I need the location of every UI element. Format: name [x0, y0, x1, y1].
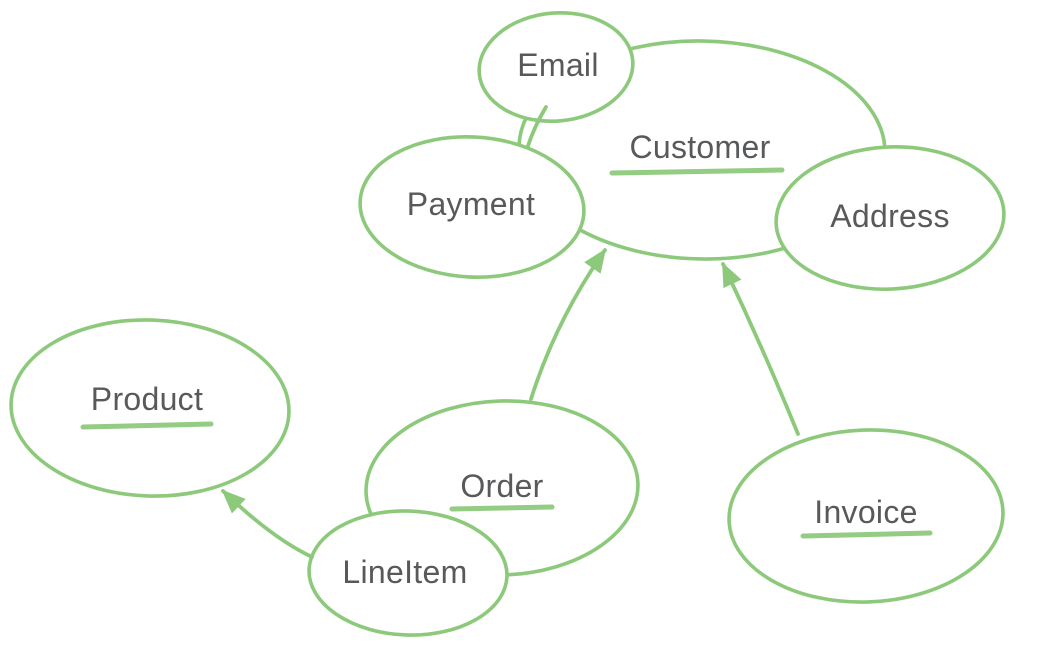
invoice-ellipse: [727, 428, 1005, 604]
arrow-order-to-customer: [529, 248, 607, 401]
product-label: Product: [91, 381, 203, 417]
entity-invoice: [727, 428, 1005, 604]
arrow-invoice-to-customer: [721, 262, 800, 436]
invoice-label: Invoice: [814, 494, 918, 530]
entity-lineitem: [307, 509, 509, 637]
arrow-lineitem-to-product: [221, 489, 314, 559]
entity-email: [477, 10, 635, 124]
address-label: Address: [830, 198, 950, 234]
invoice-underline: [800, 530, 933, 539]
order-underline: [449, 504, 555, 512]
connector-email-payment: [526, 105, 548, 148]
entity-product: [9, 318, 291, 498]
lineitem-ellipse: [307, 509, 509, 637]
email-label: Email: [517, 47, 599, 83]
entity-payment: [358, 135, 586, 279]
lineitem-label: LineItem: [342, 554, 467, 590]
product-ellipse: [9, 318, 291, 498]
product-underline: [80, 421, 214, 430]
email-ellipse: [477, 10, 635, 124]
payment-ellipse: [358, 135, 586, 279]
address-ellipse: [774, 145, 1006, 291]
payment-label: Payment: [407, 186, 535, 222]
customer-label: Customer: [629, 129, 770, 165]
order-label: Order: [460, 468, 543, 504]
customer-underline: [609, 167, 785, 176]
entity-address: [774, 145, 1006, 291]
